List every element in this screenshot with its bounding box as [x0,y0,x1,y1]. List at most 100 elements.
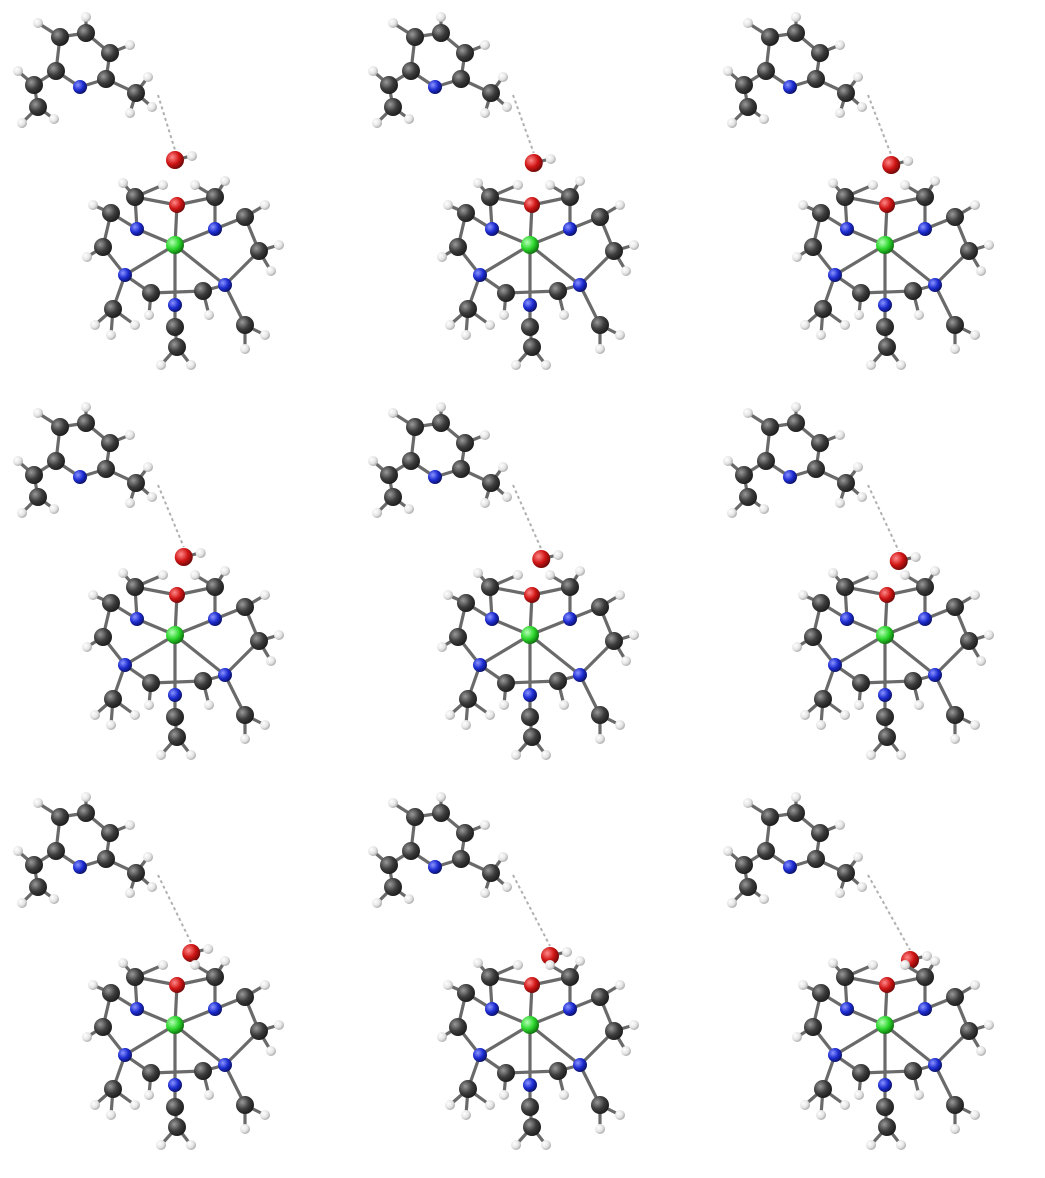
panel-r2c3 [723,402,994,760]
hydrogen-atom [595,1124,605,1134]
hydrogen-atom [461,720,471,730]
hydrogen-atom [857,882,867,892]
hydrogen-atom [445,1100,455,1110]
hydrogen-atom [485,1100,495,1110]
panel-r3c3 [723,792,994,1150]
carbon-atom [946,1096,964,1114]
h-bond [512,874,551,947]
hydrogen-atom [835,108,845,118]
carbon-atom [521,708,539,726]
hydrogen-atom [437,252,447,262]
carbon-atom [523,338,541,356]
hydrogen-atom [220,956,230,966]
bond [528,1023,582,1067]
hydrogen-atom [615,590,625,600]
hydrogen-atom [190,570,200,580]
oxygen-atom [879,977,895,993]
hydrogen-atom [502,882,512,892]
hydrogen-atom [743,18,753,28]
nitrogen-atom [878,298,892,312]
nitrogen-atom [840,1002,854,1016]
hydrogen-atom [118,958,128,968]
complex-atoms [82,956,284,1150]
panel-r1c3 [723,12,994,370]
hydrogen-atom [866,1140,876,1150]
hydrogen-atom [835,888,845,898]
metal-atom [166,1016,184,1034]
nitrogen-atom [573,668,587,682]
hydrogen-atom [499,1090,509,1100]
hydrogen-atom [559,700,569,710]
carbon-atom [876,708,894,726]
carbon-atom [250,632,268,650]
water-molecule [867,484,921,570]
nitrogen-atom [573,278,587,292]
hydrogen-atom [513,180,523,190]
hydrogen-atom [388,408,398,418]
hydrogen-atom [220,566,230,576]
hydrogen-atom [274,1020,284,1030]
hydrogen-atom [621,266,631,276]
hydrogen-atom [727,898,737,908]
ligand-atoms [368,402,512,518]
hydrogen-atom [204,310,214,320]
hydrogen-atom [260,720,270,730]
hydrogen-atom [125,108,135,118]
nitrogen-atom [473,658,487,672]
h-bond [867,94,893,156]
metal-atom [166,236,184,254]
carbon-atom [876,318,894,336]
carbon-atom [497,1064,515,1082]
hydrogen-atom [118,178,128,188]
hydrogen-atom [816,330,826,340]
hydrogen-atom [106,720,116,730]
nitrogen-atom [130,222,144,236]
hydrogen-atom [835,498,845,508]
hydrogen-atom [840,710,850,720]
hydrogen-atom [147,882,157,892]
hydrogen-atom [502,492,512,502]
carbon-atom [127,474,145,492]
hydrogen-atom [90,1100,100,1110]
carbon-atom [452,850,470,868]
hydrogen-atom [190,960,200,970]
nitrogen-atom [73,80,87,94]
nitrogen-atom [208,1002,222,1016]
nitrogen-atom [928,1058,942,1072]
h-bond [157,874,193,944]
hydrogen-atom [853,852,863,862]
metal-atom [521,1016,539,1034]
water-molecule [512,94,556,172]
hydrogen-atom [82,1032,92,1042]
carbon-atom [561,968,579,986]
hydrogen-atom [922,951,932,961]
hydrogen-atom [33,798,43,808]
nitrogen-atom [573,1058,587,1072]
carbon-atom [807,850,825,868]
carbon-atom [77,24,95,42]
carbon-atom [457,204,475,222]
hydrogen-atom [976,1046,986,1056]
metal-atom [166,626,184,644]
bond [173,633,227,677]
hydrogen-atom [950,734,960,744]
carbon-atom [250,242,268,260]
nitrogen-atom [878,1078,892,1092]
hydrogen-atom [485,710,495,720]
carbon-atom [960,1022,978,1040]
carbon-atom [127,84,145,102]
h-bond [512,484,543,550]
carbon-atom [876,1098,894,1116]
hydrogen-atom [473,958,483,968]
carbon-atom [523,728,541,746]
carbon-atom [591,598,609,616]
hydrogen-atom [629,630,639,640]
nitrogen-atom [828,658,842,672]
carbon-atom [168,338,186,356]
carbon-atom [432,414,450,432]
hydrogen-atom [513,570,523,580]
carbon-atom [25,76,43,94]
nitrogen-atom [840,612,854,626]
hydrogen-atom [511,750,521,760]
